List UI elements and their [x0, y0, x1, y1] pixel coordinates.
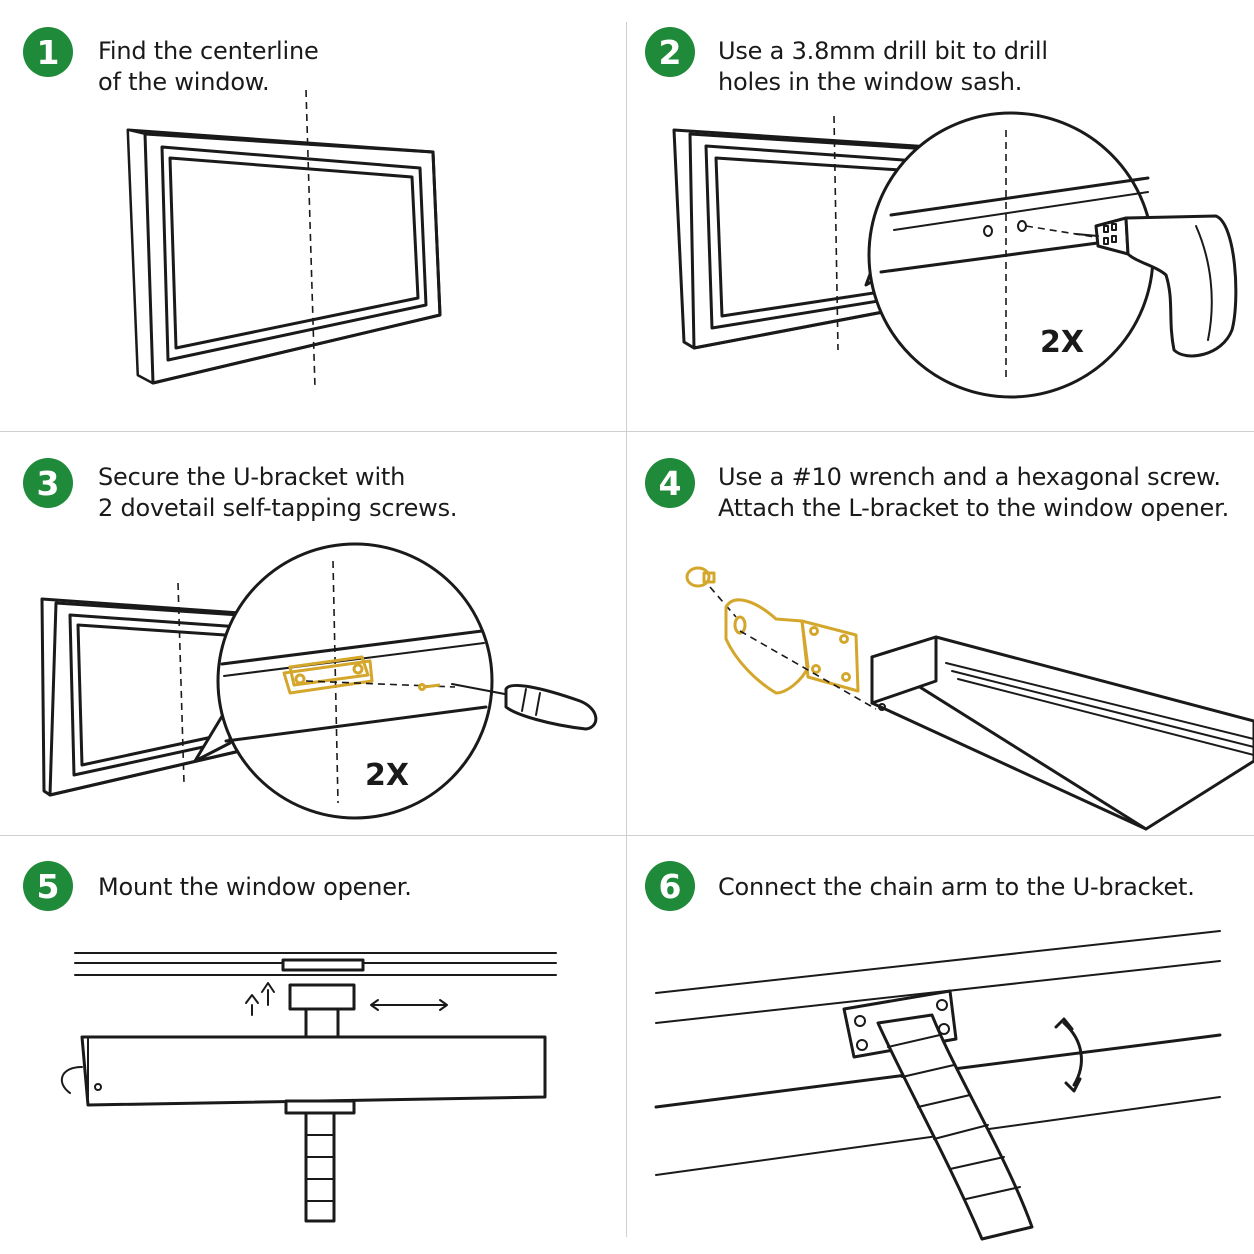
step-1-caption: Find the centerline of the window.	[98, 36, 319, 98]
step-2-caption: Use a 3.8mm drill bit to drill holes in …	[718, 36, 1048, 98]
step-4-number-badge: 4	[645, 458, 695, 508]
step-3-caption-line-1: Secure the U-bracket with	[98, 463, 406, 491]
step-6-caption-line-1: Connect the chain arm to the U-bracket.	[718, 873, 1195, 901]
panel-divider-vertical	[626, 22, 627, 1237]
step-1-caption-line-2: of the window.	[98, 68, 270, 96]
window-frame	[126, 128, 442, 385]
chain-arm-illustration	[654, 930, 1222, 1241]
step-4-caption-line-1: Use a #10 wrench and a hexagonal screw.	[718, 463, 1221, 491]
movement-arrows	[245, 982, 448, 1016]
panel-divider-horizontal-2	[0, 835, 1254, 836]
step-4-caption: Use a #10 wrench and a hexagonal screw. …	[718, 462, 1229, 524]
window-opener-body	[60, 1035, 547, 1107]
multiplier-label: 2X	[1040, 325, 1084, 360]
screwdriver-icon	[451, 683, 598, 731]
window-opener-body	[870, 635, 1254, 831]
multiplier-label: 2X	[365, 758, 409, 793]
step-4-caption-line-2: Attach the L-bracket to the window opene…	[718, 494, 1230, 522]
window-frame-partial	[40, 597, 242, 797]
chain-arm	[284, 1099, 356, 1223]
u-bracket-mounted	[281, 958, 365, 1041]
drill-holes-illustration: 2X	[672, 111, 1238, 399]
step-1-number-badge: 1	[23, 27, 73, 77]
l-bracket-illustration	[685, 566, 1254, 831]
step-6-number-badge: 6	[645, 861, 695, 911]
panel-divider-horizontal-1	[0, 431, 1254, 432]
rotation-arrow-icon	[1054, 1017, 1083, 1093]
step-2-caption-line-1: Use a 3.8mm drill bit to drill	[718, 37, 1048, 65]
hex-screw-icon	[685, 566, 716, 588]
drill-icon	[1075, 214, 1238, 358]
mount-opener-illustration	[60, 952, 557, 1223]
centerline	[305, 89, 316, 389]
u-bracket-icon	[282, 655, 374, 695]
window-centerline-illustration	[126, 89, 442, 389]
step-1-caption-line-1: Find the centerline	[98, 37, 319, 65]
step-3-caption: Secure the U-bracket with 2 dovetail sel…	[98, 462, 457, 524]
step-5-number-badge: 5	[23, 861, 73, 911]
step-5-caption: Mount the window opener.	[98, 872, 412, 903]
step-6-caption: Connect the chain arm to the U-bracket.	[718, 872, 1195, 903]
step-3-number-badge: 3	[23, 458, 73, 508]
zoom-callout-circle	[216, 542, 494, 820]
drill-hole-left	[983, 225, 993, 237]
screw-icon	[418, 683, 441, 691]
step-5-caption-line-1: Mount the window opener.	[98, 873, 412, 901]
step-3-caption-line-2: 2 dovetail self-tapping screws.	[98, 494, 458, 522]
step-2-caption-line-2: holes in the window sash.	[718, 68, 1023, 96]
l-bracket-icon	[724, 598, 860, 695]
u-bracket-illustration: 2X	[40, 542, 598, 820]
chain-arm	[876, 1013, 1034, 1241]
step-2-number-badge: 2	[645, 27, 695, 77]
